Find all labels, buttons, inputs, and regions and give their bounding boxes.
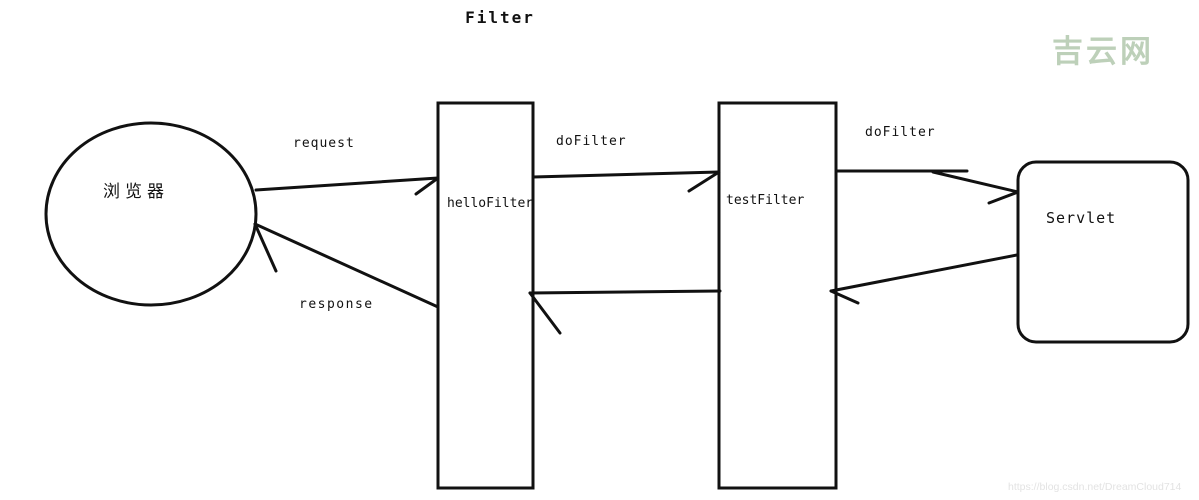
request-arrow-line: [254, 176, 440, 192]
dofilter2-edge-label: doFilter: [865, 125, 936, 140]
dofilter1-arrow-line: [531, 170, 721, 179]
testfilter-node-label: testFilter: [726, 193, 805, 208]
url-watermark: https://blog.csdn.net/DreamCloud714: [1008, 481, 1182, 493]
request-edge-label: request: [293, 136, 355, 151]
response-edge-label: response: [299, 297, 374, 312]
servlet-node-label: Servlet: [1046, 209, 1117, 227]
dofilter2-arrow-dline: [931, 170, 1020, 194]
dofilter2-arrowhead: [987, 190, 1020, 205]
servlet-return-line: [829, 253, 1019, 293]
response-arrowhead: [253, 222, 278, 273]
browser-ellipse: [44, 121, 258, 307]
browser-node-label: 浏览器: [103, 182, 169, 202]
hellofilter-node-label: helloFilter: [447, 196, 534, 211]
testfilter-return-arrowhead: [528, 291, 562, 335]
request-arrowhead: [414, 176, 440, 196]
response-arrow-line: [253, 222, 440, 309]
site-watermark: 吉云网: [1052, 34, 1154, 69]
diagram-title: Filter: [465, 8, 535, 27]
hellofilter-rect: [436, 101, 535, 490]
servlet-return-arrowhead: [829, 289, 860, 305]
testfilter-rect: [717, 101, 838, 490]
dofilter1-arrowhead: [687, 170, 721, 193]
servlet-rounded-rect: [1016, 160, 1190, 344]
testfilter-return-line: [528, 289, 722, 295]
dofilter1-edge-label: doFilter: [556, 134, 627, 149]
